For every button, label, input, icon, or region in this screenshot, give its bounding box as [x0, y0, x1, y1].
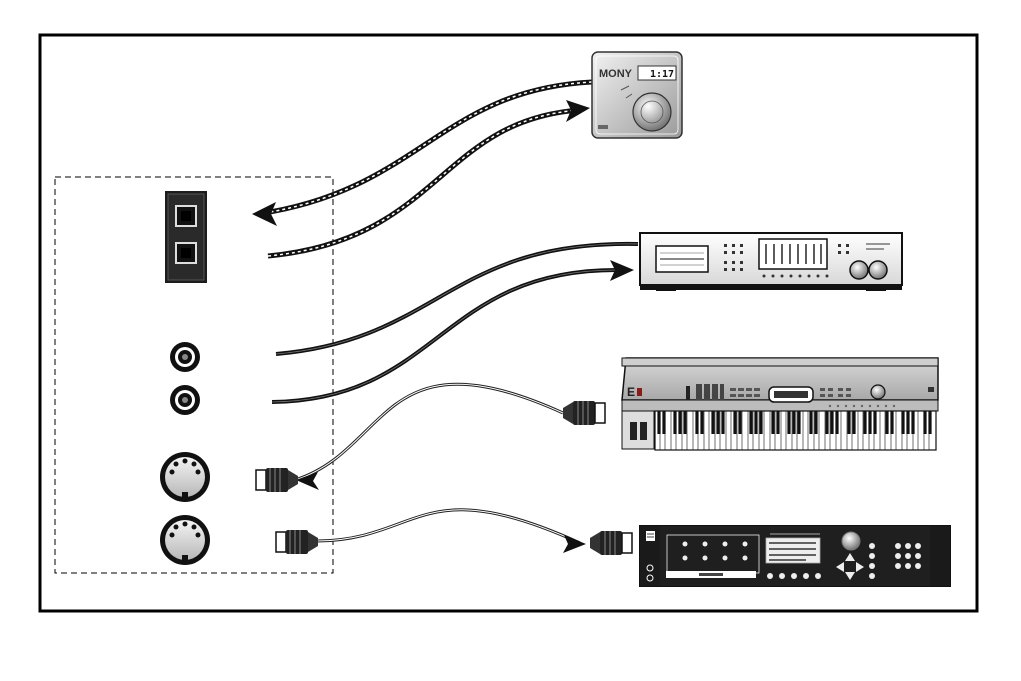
synth-data-wheel [871, 385, 885, 399]
midi-din-icon [160, 515, 210, 565]
coax-cable-to-processor-out [276, 244, 638, 354]
minidisc-player: MONY 1:17 [592, 52, 682, 138]
synth-keys [655, 411, 936, 450]
synth-keyboard: E [622, 358, 938, 450]
synth-logo: E [627, 385, 635, 399]
minidisc-brand: MONY [599, 68, 633, 80]
synth-wheel-panel [622, 411, 654, 449]
midi-cable-from-synth [295, 384, 563, 480]
minidisc-time: 1:17 [650, 69, 674, 80]
processor-knob [869, 261, 887, 279]
arrowhead-icon [563, 535, 586, 553]
rack-sound-module [640, 526, 950, 586]
midi-din-icon [160, 452, 210, 502]
processor-display [759, 239, 827, 269]
optical-cable-from-minidisc [258, 82, 592, 214]
minidisc-jog-dial [633, 93, 671, 131]
coax-jack-icon [170, 342, 200, 372]
midi-plug-icon [276, 530, 318, 554]
midi-plug-icon [590, 531, 632, 555]
optical-port-icon [176, 243, 196, 263]
module-data-knob [842, 532, 860, 550]
midi-plug-icon [256, 468, 298, 492]
optical-cable-to-minidisc [268, 110, 580, 256]
optical-port-block [165, 191, 207, 283]
midi-plug-icon [563, 401, 605, 425]
rack-processor [640, 233, 902, 291]
coax-jack-icon [170, 385, 200, 415]
coax-cable-to-processor-in [272, 270, 620, 402]
arrowhead-icon [252, 202, 277, 226]
optical-port-icon [176, 206, 196, 226]
midi-cable-from-synth-core [295, 384, 563, 480]
module-display [766, 538, 820, 563]
processor-knob [850, 261, 868, 279]
